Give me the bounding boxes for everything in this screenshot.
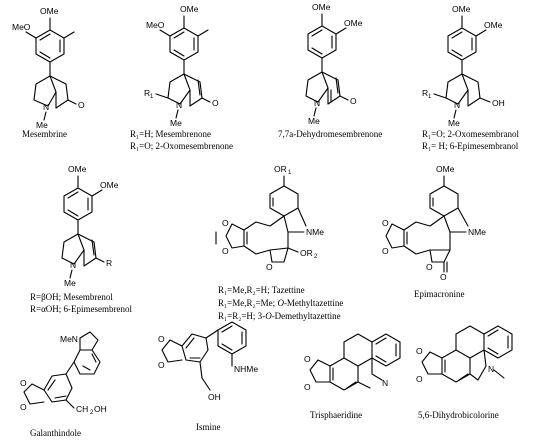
caption-oxomesembranol-1: R₁=O; 2-Oxomesembranol <box>422 129 519 139</box>
caption-mesembrenone-2: R₁=O; 2-Oxomesembrenone <box>130 141 233 151</box>
svg-text:OMe: OMe <box>100 180 119 190</box>
svg-text:OMe: OMe <box>312 2 331 12</box>
svg-text:N: N <box>70 260 76 270</box>
svg-text:OH: OH <box>94 404 107 414</box>
svg-text:N: N <box>454 100 460 110</box>
svg-text:O: O <box>158 334 165 344</box>
svg-text:OMe: OMe <box>484 20 503 30</box>
caption-epimacronine: Epimacronine <box>414 289 465 299</box>
svg-text:O: O <box>266 262 273 272</box>
caption-tazettine-3: R₁=R₂=H; 3-O-Demethyltazettine <box>218 311 341 321</box>
svg-text:1: 1 <box>428 94 432 100</box>
svg-text:O: O <box>304 382 311 392</box>
svg-text:2: 2 <box>90 410 94 416</box>
svg-text:O: O <box>222 218 229 228</box>
svg-text:O: O <box>382 246 389 256</box>
svg-text:NMe: NMe <box>306 227 324 237</box>
caption-galanthindole: Galanthindole <box>30 428 81 438</box>
svg-text:1: 1 <box>150 94 154 100</box>
svg-text:N: N <box>43 102 49 112</box>
svg-text:N: N <box>314 98 320 108</box>
caption-mesembrenol-1: R=βOH; Mesembrenol <box>30 292 113 302</box>
svg-text:O: O <box>222 246 229 256</box>
svg-text:N: N <box>488 364 494 374</box>
svg-text:CH: CH <box>76 404 88 414</box>
svg-text:1: 1 <box>288 170 292 176</box>
svg-text:NHMe: NHMe <box>234 364 258 374</box>
svg-text:R: R <box>106 258 112 268</box>
svg-text:N: N <box>382 378 388 388</box>
svg-text:O: O <box>350 96 357 106</box>
svg-text:2: 2 <box>314 254 318 260</box>
svg-text:O: O <box>416 346 423 356</box>
svg-text:Me: Me <box>448 118 460 128</box>
svg-text:O: O <box>416 374 423 384</box>
svg-text:O: O <box>212 98 219 108</box>
caption-oxomesembranol-2: R₁= H; 6-Epimesembranol <box>422 141 519 151</box>
svg-text:OH: OH <box>492 98 505 108</box>
svg-text:Me: Me <box>308 116 320 126</box>
svg-text:O: O <box>304 354 311 364</box>
caption-mesembrenol-2: R=αOH; 6-Epimesembrenol <box>30 304 133 314</box>
svg-text:MeO: MeO <box>146 20 165 30</box>
caption-mesembrenone-1: R₁=H; Mesembrenone <box>130 129 211 139</box>
svg-text:OMe: OMe <box>68 164 87 174</box>
svg-text:OR: OR <box>300 248 313 258</box>
caption-trisphaeridine: Trisphaeridine <box>310 410 363 420</box>
svg-text:O: O <box>20 378 27 388</box>
svg-text:OMe: OMe <box>180 4 199 14</box>
svg-text:Me: Me <box>170 118 182 128</box>
caption-mesembrine: Mesembrine <box>22 129 67 139</box>
svg-text:OMe: OMe <box>452 4 471 14</box>
caption-tazettine-2: R₁=Me,R₂=Me; O-Methyltazettine <box>218 298 344 308</box>
svg-text:OR: OR <box>274 164 287 174</box>
svg-text:N: N <box>176 100 182 110</box>
svg-text:OMe: OMe <box>436 164 455 174</box>
svg-text:Me: Me <box>36 120 48 130</box>
caption-dehydromesembrenone: 7,7a-Dehydromesembrenone <box>278 129 383 139</box>
meo-label: MeO <box>12 22 31 32</box>
ome-label: OMe <box>40 6 59 16</box>
caption-ismine: Ismine <box>196 422 221 432</box>
caption-dihydrobicolorine: 5,6-Dihydrobicolorine <box>418 410 499 420</box>
svg-text:O: O <box>440 272 447 282</box>
svg-text:R: R <box>144 88 150 98</box>
svg-text:OMe: OMe <box>344 18 363 28</box>
svg-text:O: O <box>158 360 165 370</box>
caption-tazettine-1: R₁=Me,R₂=H; Tazettine <box>218 285 305 295</box>
svg-text:O: O <box>382 218 389 228</box>
svg-text:MeN: MeN <box>60 334 78 344</box>
svg-text:R: R <box>422 88 428 98</box>
svg-text:Me: Me <box>64 278 76 288</box>
svg-text:O: O <box>78 100 85 110</box>
svg-text:O: O <box>20 402 27 412</box>
svg-text:OH: OH <box>208 392 221 402</box>
svg-text:O: O <box>426 262 433 272</box>
svg-text:NMe: NMe <box>468 227 486 237</box>
